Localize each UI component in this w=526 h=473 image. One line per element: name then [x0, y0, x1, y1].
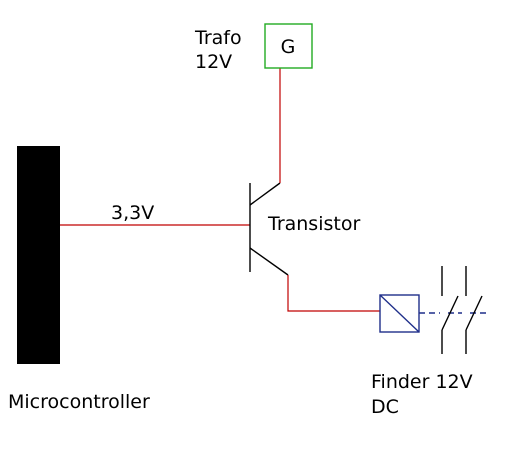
generator-box	[264, 23, 313, 69]
microcontroller-block	[17, 146, 60, 364]
emitter-wire	[287, 275, 380, 312]
transistor-symbol	[249, 182, 289, 276]
relay-dc-label: DC	[371, 396, 399, 418]
relay-contacts	[441, 266, 483, 354]
relay-label: Finder 12V	[371, 371, 473, 393]
trafo-voltage-label: 12V	[195, 51, 232, 73]
microcontroller-label: Microcontroller	[8, 391, 150, 413]
voltage-label: 3,3V	[111, 202, 154, 224]
generator-symbol-label: G	[281, 36, 296, 58]
trafo-label: Trafo	[194, 27, 242, 49]
relay-coil	[379, 294, 488, 333]
transistor-label: Transistor	[267, 213, 360, 235]
